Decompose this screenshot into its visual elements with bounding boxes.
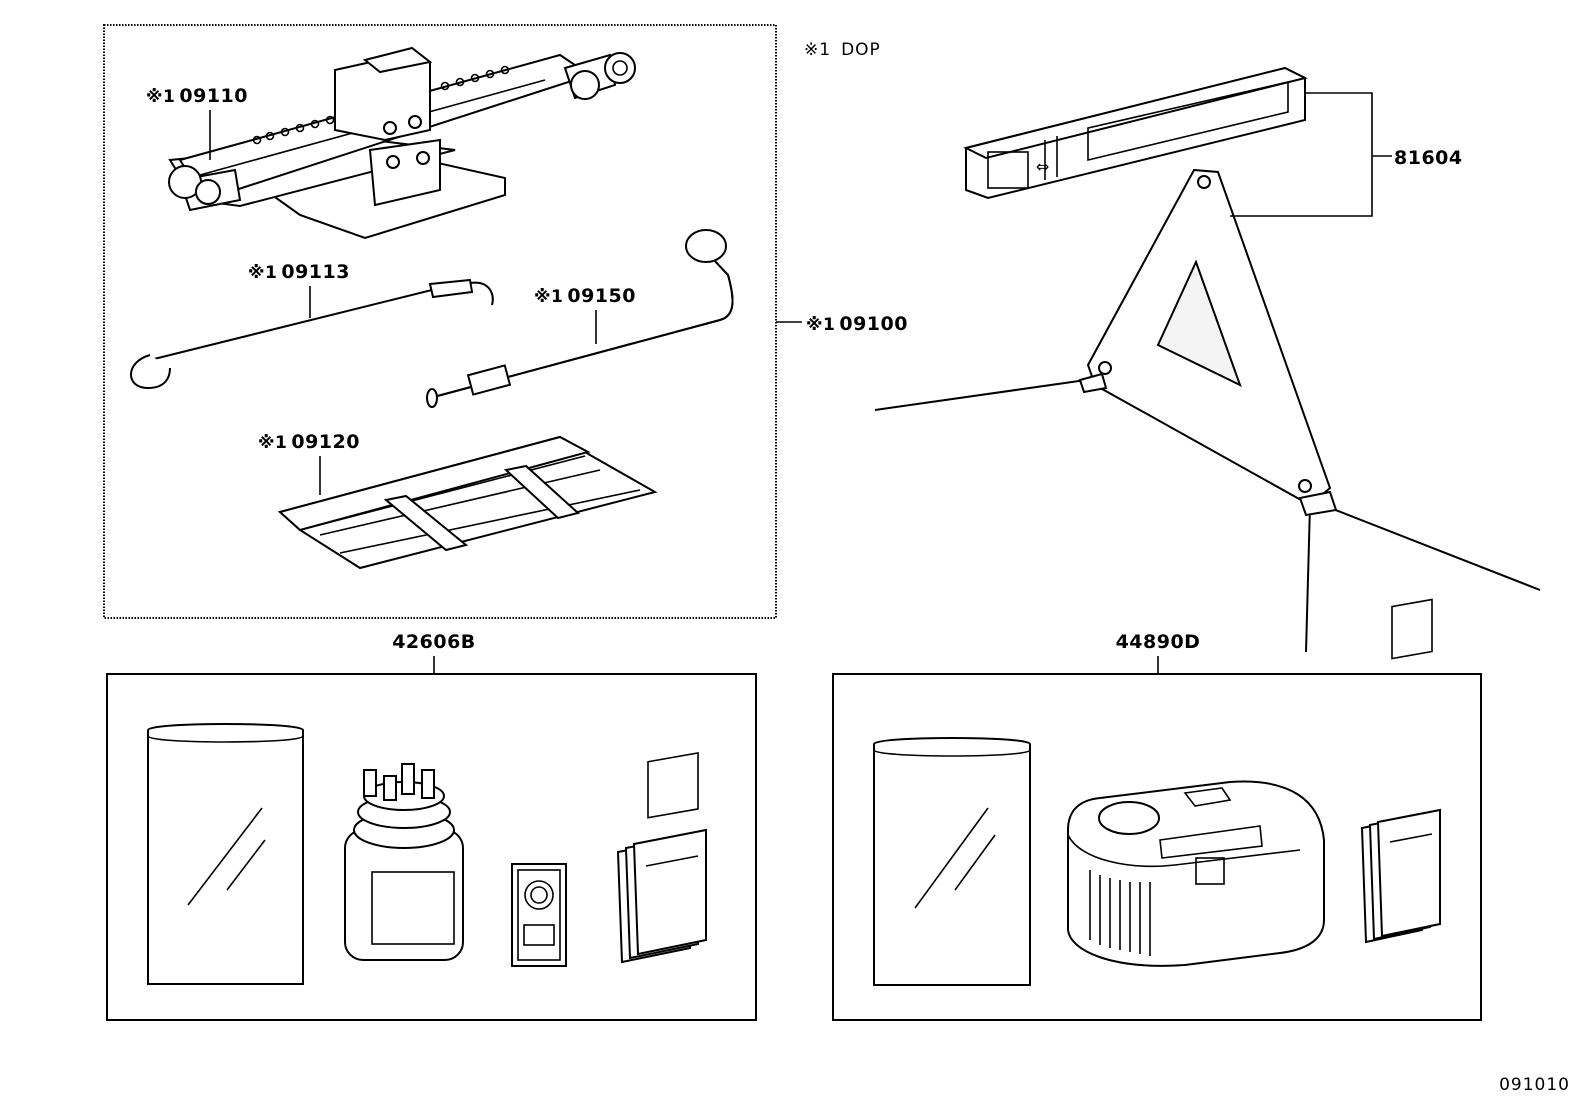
label-jack-mark: ※1 [146,87,175,107]
label-tool-bag-mark: ※1 [258,433,287,453]
svg-text:⇔: ⇔ [1036,157,1049,176]
label-handle-part: 09113 [281,261,350,283]
compressor-kit-manual-drawing [1360,598,1441,944]
compressor-kit-frame [832,673,1482,1021]
warning-triangle-case-drawing: ⇔ [963,66,1308,200]
label-jack-part: 09110 [179,85,248,107]
label-tool-set-mark: ※1 [806,315,835,335]
leader-triangle [1230,92,1373,217]
label-tool-bag-part: 09120 [291,431,360,453]
compressor-kit-bag-drawing [873,737,1031,986]
repair-kit-manual-drawing [616,751,707,964]
label-repair-kit: 42606B [392,631,476,653]
tool-bag-drawing [277,435,658,570]
label-triangle: 81604 [1394,147,1463,169]
warning-triangle-drawing [874,168,1541,653]
air-compressor-drawing [1067,780,1325,967]
tool-set-frame [103,24,777,619]
wheel-wrench-drawing [426,229,734,408]
repair-kit-frame [106,673,757,1021]
label-handle-mark: ※1 [248,263,277,283]
figure-code: 091010 [1499,1075,1570,1095]
speed-sticker-drawing [511,863,567,967]
label-wrench-part: 09150 [567,285,636,307]
sealant-bottle-drawing [344,763,464,961]
scissor-jack-drawing [168,46,636,240]
note-mark: ※1 [804,40,831,60]
label-compressor-kit: 44890D [1116,631,1201,653]
label-wrench-mark: ※1 [534,287,563,307]
jack-handle-drawing [130,278,494,390]
note-text: DOP [841,40,881,60]
label-tool-set-part: 09100 [839,313,908,335]
dop-note: ※1 DOP [804,40,881,60]
repair-kit-bag-drawing [147,723,304,985]
